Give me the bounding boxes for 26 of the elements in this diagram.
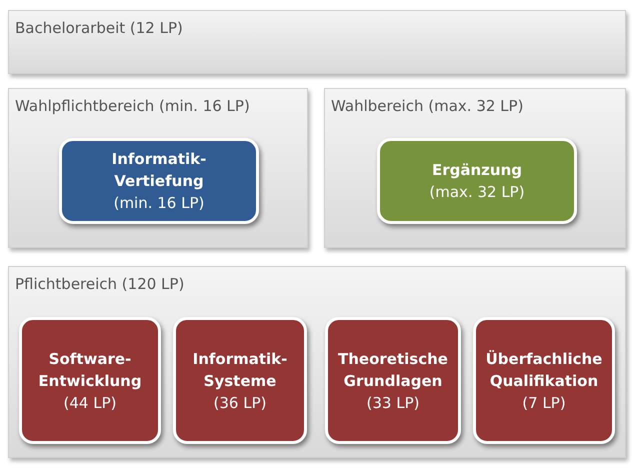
module-name: Informatik-Systeme bbox=[192, 348, 288, 392]
credit-points: (7 LP) bbox=[522, 392, 566, 414]
credit-points: (min. 16 LP) bbox=[114, 193, 204, 214]
credit-points: (44 LP) bbox=[64, 392, 116, 414]
module-name: Ergänzung bbox=[432, 160, 522, 181]
section-title: Wahlpflichtbereich (min. 16 LP) bbox=[15, 97, 250, 115]
module-box bbox=[173, 317, 307, 444]
section-title: Wahlbereich (max. 32 LP) bbox=[331, 97, 524, 115]
module-name: Überfachliche Qualifikation bbox=[484, 348, 604, 392]
section-title: Pflichtbereich (120 LP) bbox=[15, 275, 184, 293]
section-panel bbox=[8, 88, 308, 248]
section-panel bbox=[8, 266, 626, 458]
module-box bbox=[473, 317, 615, 444]
section-panel bbox=[8, 10, 626, 74]
credit-points: (36 LP) bbox=[214, 392, 266, 414]
credit-points: (max. 32 LP) bbox=[429, 182, 525, 203]
credit-points: (33 LP) bbox=[366, 392, 420, 414]
section-panel bbox=[324, 88, 626, 248]
section-title: Bachelorarbeit (12 LP) bbox=[15, 19, 183, 37]
module-box bbox=[325, 317, 461, 444]
module-box bbox=[377, 138, 577, 224]
module-box bbox=[59, 138, 259, 224]
module-box bbox=[19, 317, 161, 444]
module-name: Theoretische Grundlagen bbox=[337, 348, 449, 392]
module-name: Software-Entwicklung bbox=[37, 348, 143, 392]
module-name: Informatik-Vertiefung bbox=[110, 149, 208, 192]
